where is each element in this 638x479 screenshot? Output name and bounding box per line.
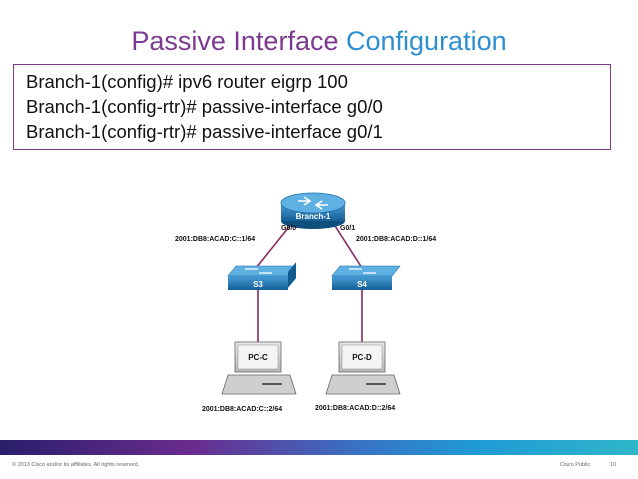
interface-g0-1-label: G0/1: [340, 225, 355, 232]
command-line: Branch-1(config)# ipv6 router eigrp 100: [26, 71, 348, 92]
pc-d-address: 2001:DB8:ACAD:D::2/64: [315, 405, 395, 412]
pc-c-address: 2001:DB8:ACAD:C::2/64: [202, 406, 282, 413]
switch-arrows-icon: [349, 268, 376, 274]
interface-g0-0-label: G0/0: [281, 225, 296, 232]
pc-d-label: PC-D: [352, 353, 372, 362]
command-line: Branch-1(config-rtr)# passive-interface …: [26, 121, 383, 142]
command-line: Branch-1(config-rtr)# passive-interface …: [26, 96, 383, 117]
router-arrows-icon: [298, 196, 328, 210]
pc-d: PC-D: [325, 341, 401, 395]
command-box: Branch-1(config)# ipv6 router eigrp 100 …: [13, 64, 611, 150]
switch-s4-label: S4: [357, 280, 367, 289]
footer-copyright: © 2013 Cisco and/or its affiliates. All …: [12, 462, 140, 468]
pc-c: PC-C: [221, 341, 297, 395]
switch-s3-label: S3: [253, 280, 263, 289]
switch-s4: S4: [331, 265, 401, 290]
slide-title-part2: Configuration: [346, 26, 507, 56]
router-label: Branch-1: [296, 212, 331, 221]
footer-classification: Cisco Public: [560, 462, 591, 468]
switch-arrows-icon: [245, 268, 272, 274]
router-branch-1: Branch-1: [280, 192, 346, 229]
footer-gradient-bar: [0, 440, 638, 455]
pc-c-label: PC-C: [248, 353, 268, 362]
page-number: 10: [610, 462, 617, 468]
slide-title-part1: Passive Interface: [131, 26, 339, 56]
interface-g0-0-address: 2001:DB8:ACAD:C::1/64: [175, 236, 255, 243]
slide-title: Passive Interface Configuration: [0, 26, 638, 57]
interface-g0-1-address: 2001:DB8:ACAD:D::1/64: [356, 236, 436, 243]
switch-s3: S3: [227, 262, 297, 290]
